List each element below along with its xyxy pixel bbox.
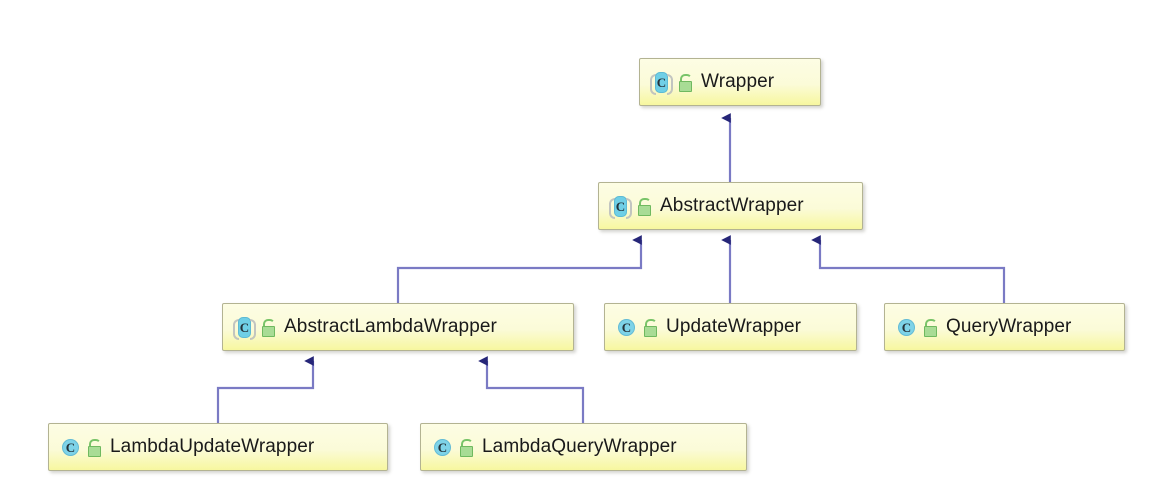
class-node-label: AbstractLambdaWrapper [284, 316, 497, 337]
unlocked-padlock-icon [642, 318, 657, 337]
class-icon: C [60, 437, 81, 458]
abstract-class-icon: C [609, 195, 632, 219]
unlocked-padlock-icon [636, 197, 651, 216]
class-node-label: LambdaQueryWrapper [482, 436, 677, 457]
unlocked-padlock-icon [458, 438, 473, 457]
edge-lambda-update-wrapper-to-abstract-lambda-wrapper [216, 356, 315, 423]
class-node-lambda-query-wrapper[interactable]: C LambdaQueryWrapper [420, 423, 747, 471]
edge-query-wrapper-to-abstract-wrapper [811, 235, 1006, 303]
class-node-label: LambdaUpdateWrapper [110, 436, 315, 457]
class-node-lambda-update-wrapper[interactable]: C LambdaUpdateWrapper [48, 423, 388, 471]
edge-lambda-query-wrapper-to-abstract-lambda-wrapper [478, 356, 585, 423]
unlocked-padlock-icon [86, 438, 101, 457]
unlocked-padlock-icon [260, 318, 275, 337]
class-node-wrapper[interactable]: C Wrapper [639, 58, 821, 106]
class-node-abstract-wrapper[interactable]: C AbstractWrapper [598, 182, 863, 230]
class-node-label: AbstractWrapper [660, 195, 804, 216]
class-icon: C [432, 437, 453, 458]
class-node-query-wrapper[interactable]: C QueryWrapper [884, 303, 1125, 351]
unlocked-padlock-icon [677, 73, 692, 92]
abstract-class-icon: C [233, 316, 256, 340]
class-node-label: QueryWrapper [946, 316, 1072, 337]
edge-abstract-lambda-wrapper-to-abstract-wrapper [396, 235, 643, 303]
class-icon: C [896, 317, 917, 338]
unlocked-padlock-icon [922, 318, 937, 337]
class-node-label: UpdateWrapper [666, 316, 802, 337]
class-icon: C [616, 317, 637, 338]
class-node-abstract-lambda-wrapper[interactable]: C AbstractLambdaWrapper [222, 303, 574, 351]
class-node-label: Wrapper [701, 71, 775, 92]
class-node-update-wrapper[interactable]: C UpdateWrapper [604, 303, 857, 351]
abstract-class-icon: C [650, 71, 673, 95]
